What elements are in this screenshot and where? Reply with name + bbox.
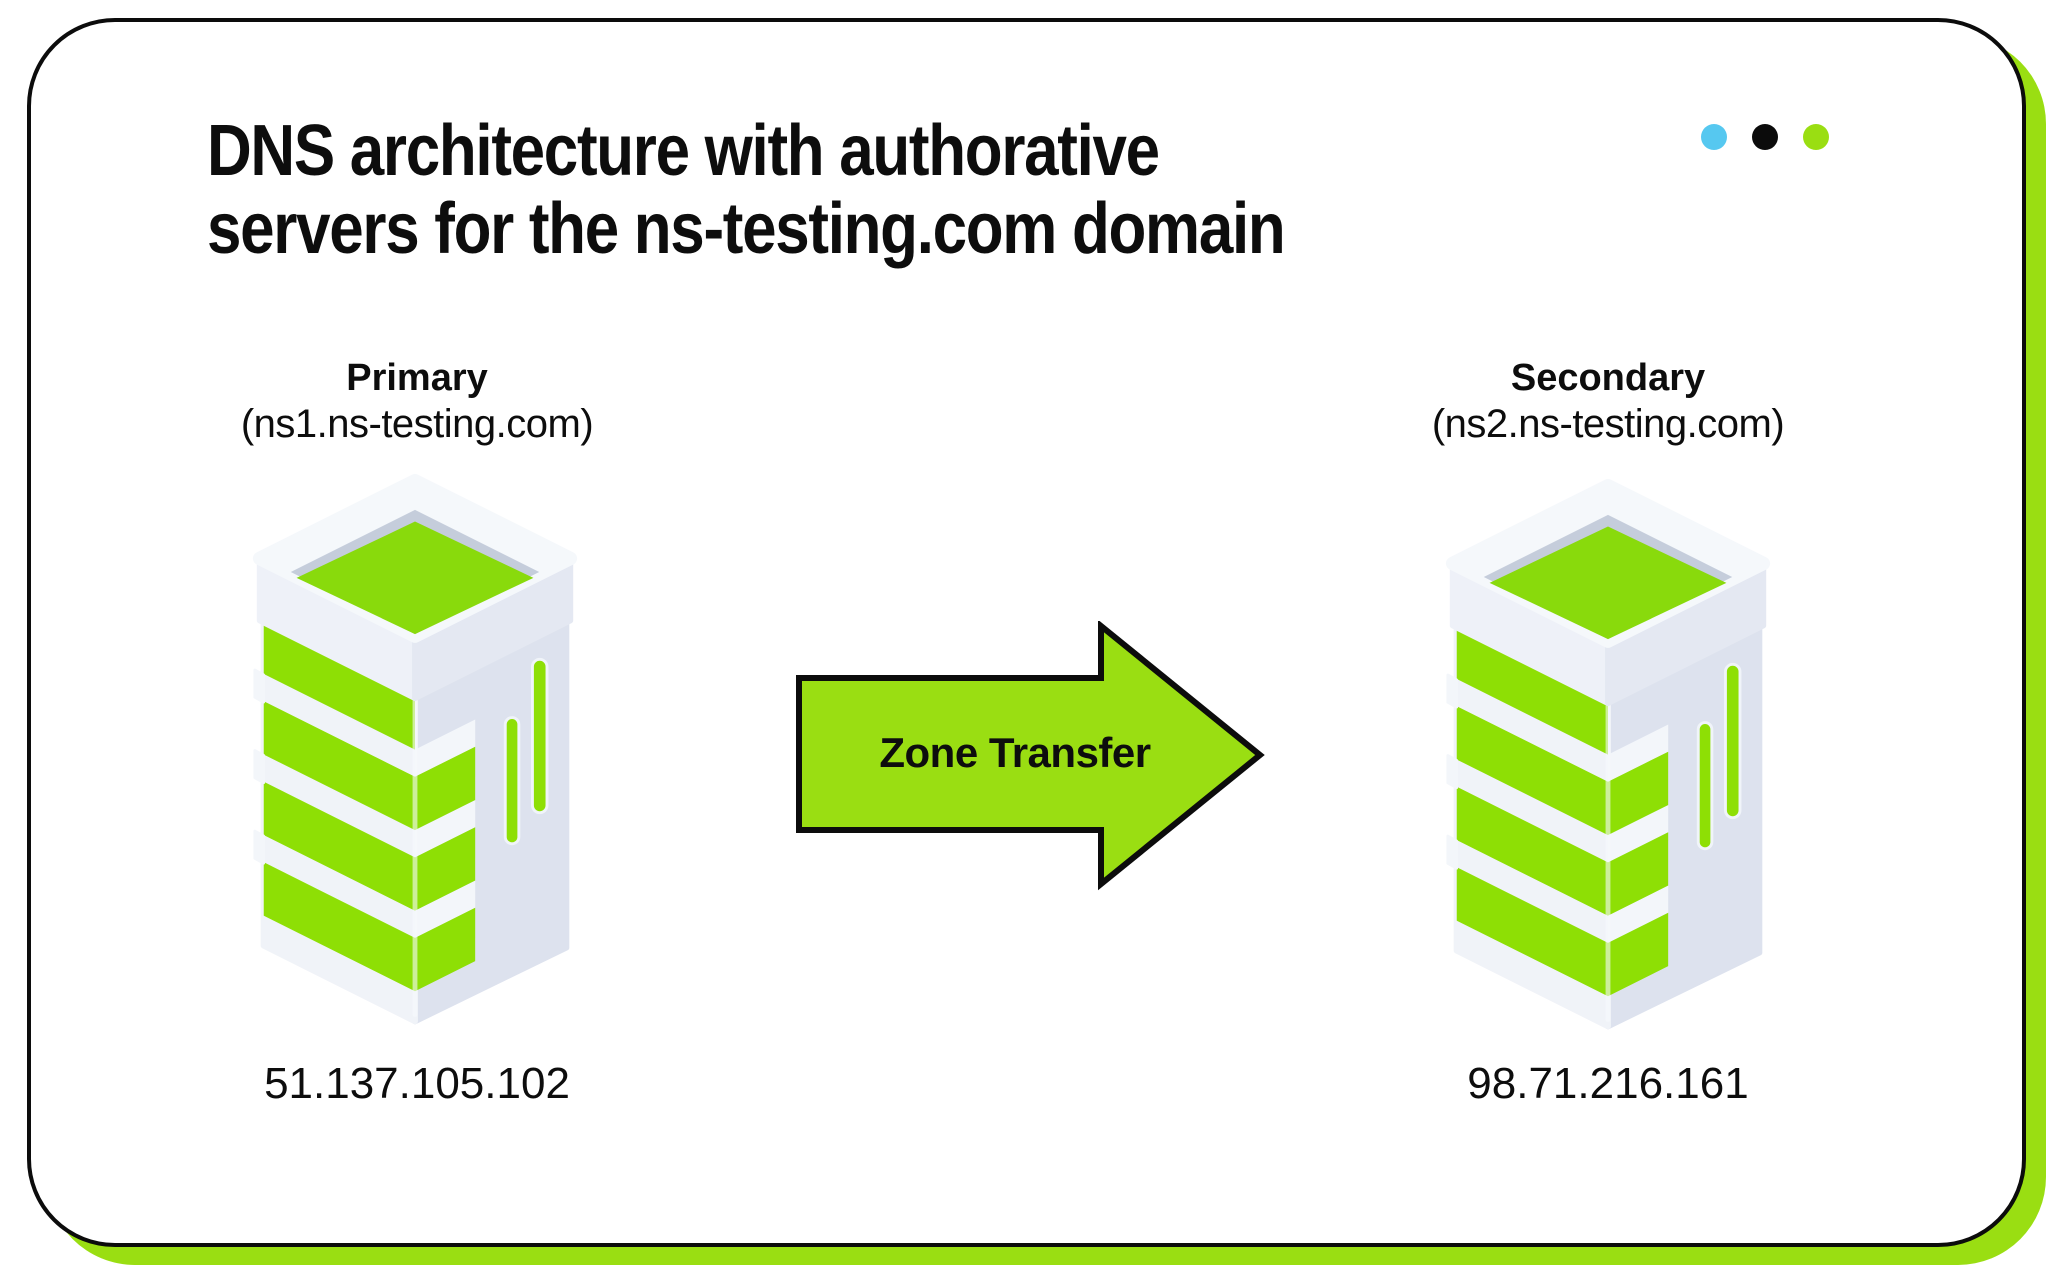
secondary-server-icon xyxy=(1443,478,1773,1038)
server-hostname: (ns2.ns-testing.com) xyxy=(1431,402,1785,446)
server-role-label: Secondary xyxy=(1510,357,1706,399)
page-title-line1: DNS architecture with authorative xyxy=(207,111,1160,191)
decor-dot-green-icon xyxy=(1803,124,1829,150)
secondary-server-ip: 98.71.216.161 xyxy=(1467,1059,1749,1108)
zone-transfer-label: Zone Transfer xyxy=(879,729,1151,776)
server-role-label: Primary xyxy=(346,357,488,399)
secondary-server-label: Secondary (ns2.ns-testing.com) xyxy=(1378,356,1838,448)
primary-server-label: Primary (ns1.ns-testing.com) xyxy=(187,356,647,448)
zone-transfer-arrow xyxy=(796,621,1265,891)
decor-dots xyxy=(1701,124,1829,150)
page-title: DNS architecture with authorative server… xyxy=(207,111,1286,269)
primary-server-icon xyxy=(250,473,580,1033)
decor-dot-blue-icon xyxy=(1701,124,1727,150)
server-hostname: (ns1.ns-testing.com) xyxy=(240,402,594,446)
right-arrow-icon xyxy=(796,621,1265,891)
page-title-line2: servers for the ns-testing.com domain xyxy=(207,189,1286,269)
primary-server-ip: 51.137.105.102 xyxy=(264,1059,570,1108)
decor-dot-black-icon xyxy=(1752,124,1778,150)
